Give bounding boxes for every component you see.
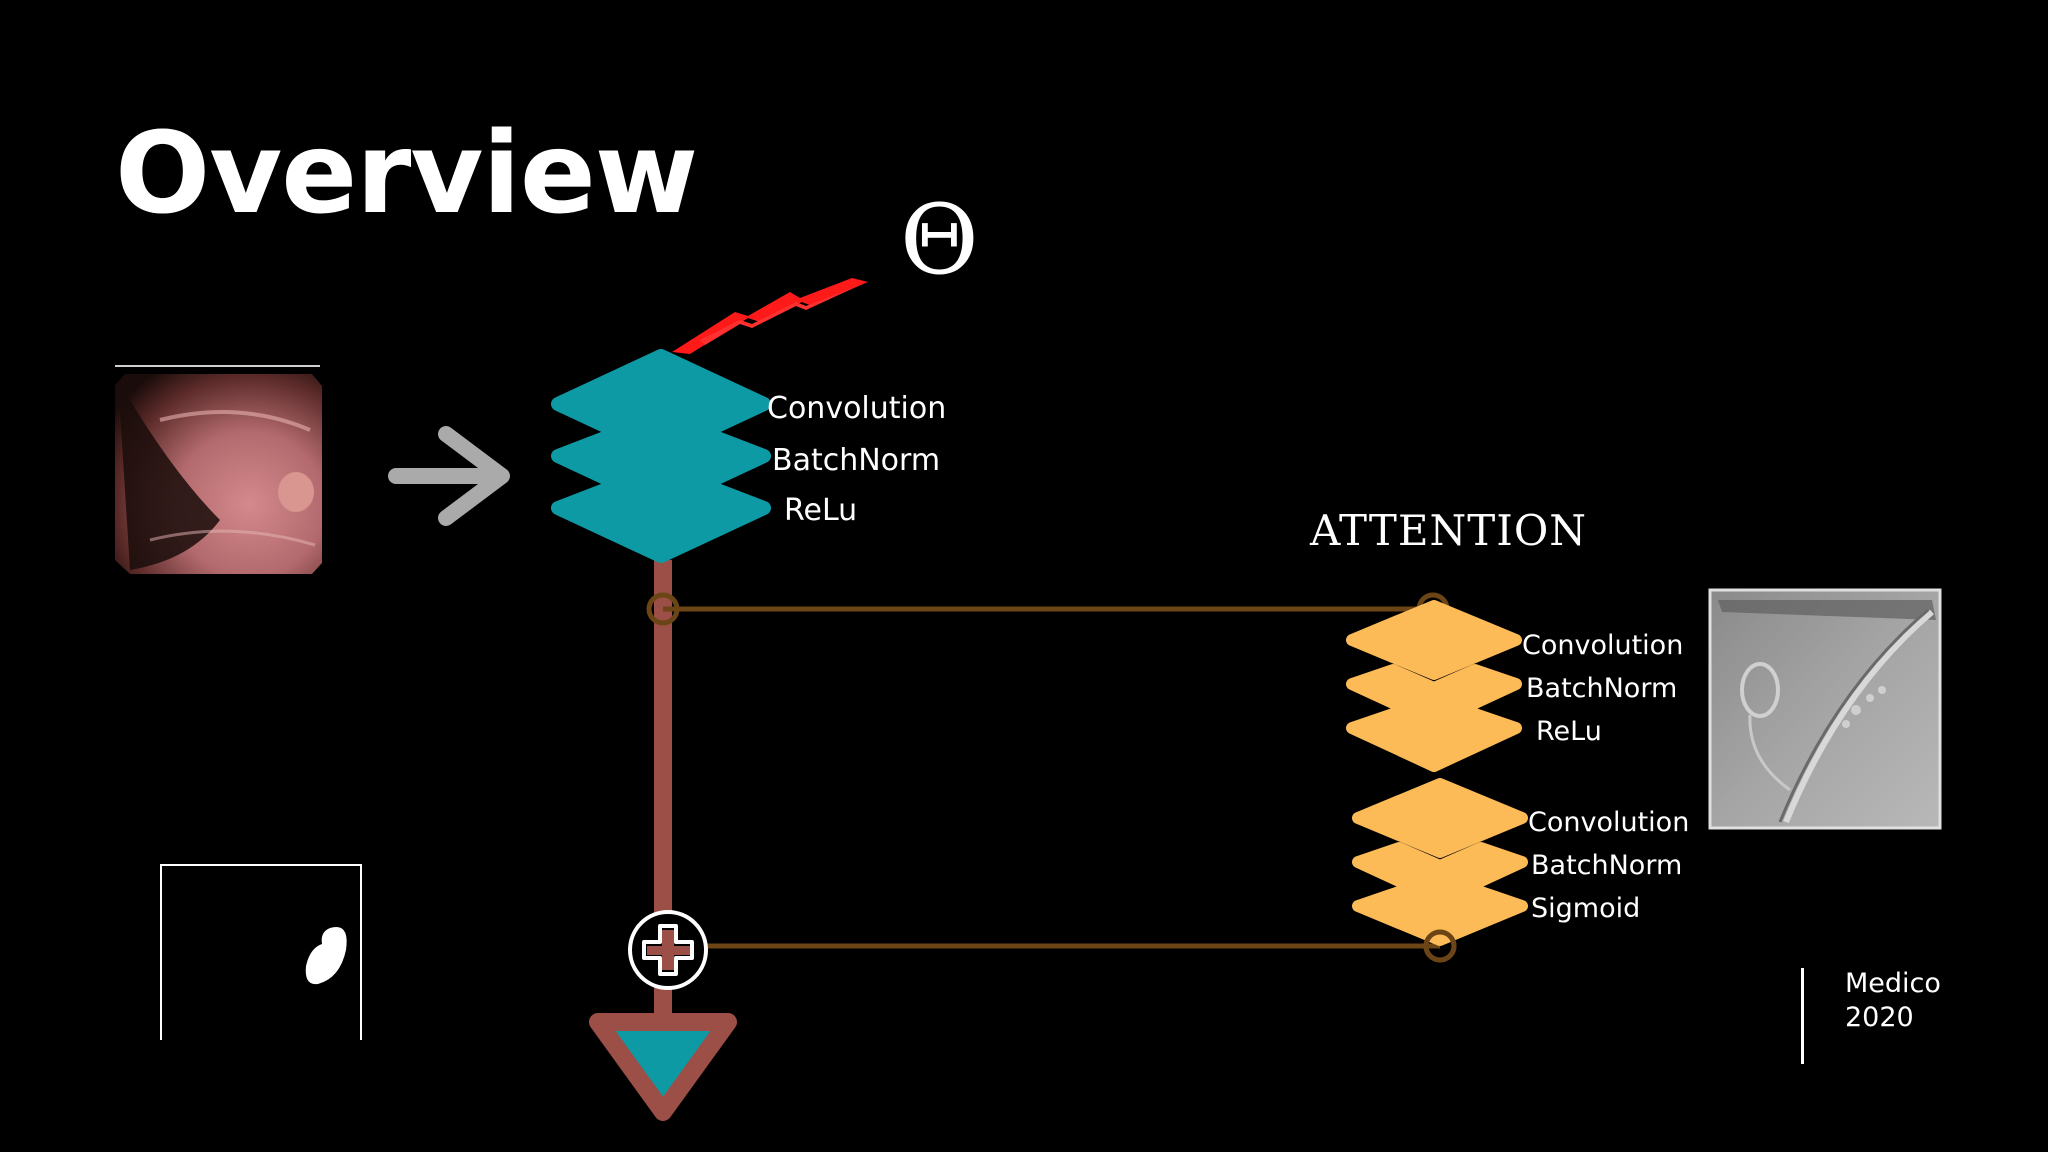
attention-title: ATTENTION — [1310, 506, 1588, 555]
input-image — [115, 365, 322, 574]
attention-block-1 — [1346, 600, 1522, 772]
attention2-label-convolution: Convolution — [1528, 807, 1690, 838]
encoder-label-convolution: Convolution — [767, 391, 947, 426]
attention-block-2 — [1352, 778, 1528, 946]
output-mask-image — [160, 864, 362, 1040]
footer-name: Medico — [1845, 968, 1941, 999]
attention1-label-batchnorm: BatchNorm — [1526, 673, 1678, 704]
junction-node-attention-out-overlay — [1423, 929, 1457, 963]
footer-year: 2020 — [1845, 1002, 1914, 1033]
attention1-label-relu: ReLu — [1536, 716, 1602, 747]
attention2-label-batchnorm: BatchNorm — [1531, 850, 1683, 881]
plus-circle-icon — [628, 910, 708, 990]
right-arrow-icon — [388, 426, 510, 526]
junction-node-encoder — [646, 592, 680, 626]
footer-divider — [1801, 968, 1804, 1064]
theta-symbol: Θ — [900, 184, 979, 296]
attention-map-image — [1708, 588, 1942, 830]
attention1-label-convolution: Convolution — [1522, 630, 1684, 661]
lightning-icon — [672, 278, 868, 354]
attention2-label-sigmoid: Sigmoid — [1531, 893, 1641, 924]
slide-title: Overview — [115, 109, 698, 239]
encoder-label-relu: ReLu — [784, 493, 858, 528]
encoder-label-batchnorm: BatchNorm — [772, 443, 941, 478]
encoder-block — [551, 349, 771, 563]
down-triangle-icon — [589, 1013, 737, 1121]
